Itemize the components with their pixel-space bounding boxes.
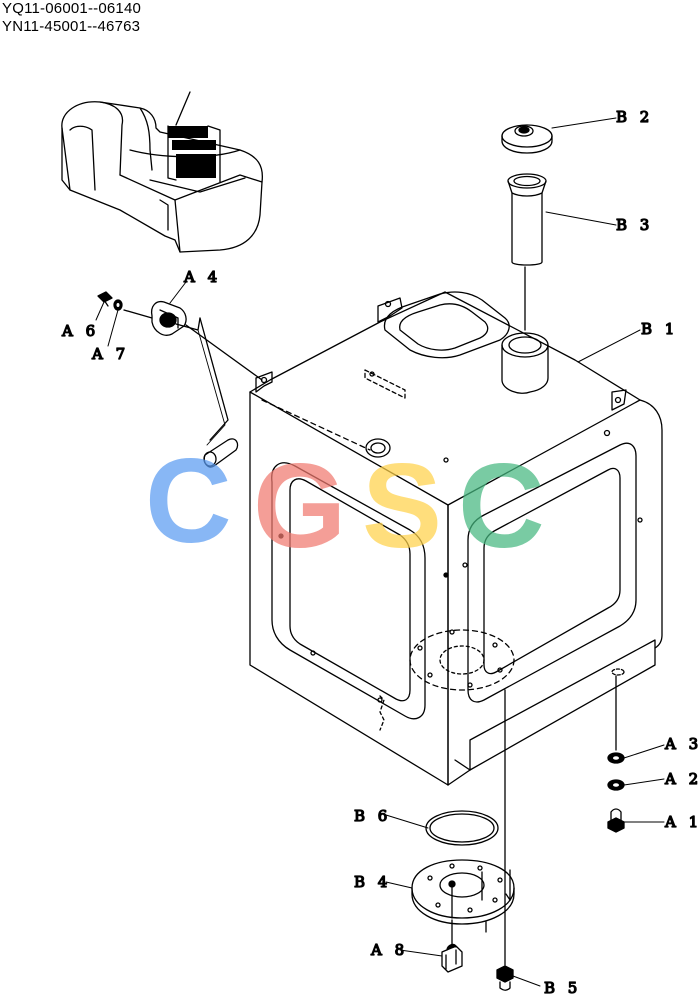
callout-b2: B 2 [616, 108, 653, 126]
leader-lines [95, 117, 665, 987]
watermark-letter-g: G [253, 439, 346, 573]
fuel-tank-body [249, 291, 663, 786]
callout-a8: A 8 [370, 941, 408, 959]
gauge-screw [97, 291, 113, 307]
machine-location-thumbnail [61, 91, 264, 253]
callout-a3: A 3 [664, 735, 700, 753]
mount-washer-a3 [607, 752, 625, 764]
callout-b5: B 5 [544, 979, 581, 997]
callout-a2: A 2 [664, 770, 700, 788]
model-range-line-2: YN11-45001--46763 [2, 18, 141, 35]
drain-o-ring [425, 810, 499, 846]
callout-a6: A 6 [61, 322, 99, 340]
fuel-level-gauge [150, 300, 239, 468]
filler-strainer [507, 173, 547, 266]
callout-b4: B 4 [354, 873, 391, 891]
gauge-washer [113, 299, 123, 311]
filler-cap [501, 124, 553, 154]
assembly-axis-a6 [123, 309, 153, 319]
mount-washer-a2 [607, 779, 625, 791]
callout-a7: A 7 [91, 345, 129, 363]
watermark-letter-c1: C [145, 434, 232, 568]
callout-a4: A 4 [183, 268, 221, 286]
mount-bolt [607, 808, 625, 833]
drain-plug [496, 965, 514, 991]
callout-b6: B 6 [354, 807, 391, 825]
cgsc-watermark: C G S C [145, 434, 545, 573]
drain-cover-plate [411, 859, 515, 933]
drain-valve [441, 943, 463, 973]
callout-b3: B 3 [616, 216, 653, 234]
watermark-letter-c2: C [458, 439, 545, 573]
assembly-axis-a4 [185, 324, 263, 381]
callout-b1: B 1 [641, 320, 678, 338]
model-range-line-1: YQ11-06001--06140 [2, 0, 142, 17]
watermark-letter-s: S [362, 439, 442, 573]
callout-a1: A 1 [664, 813, 700, 831]
